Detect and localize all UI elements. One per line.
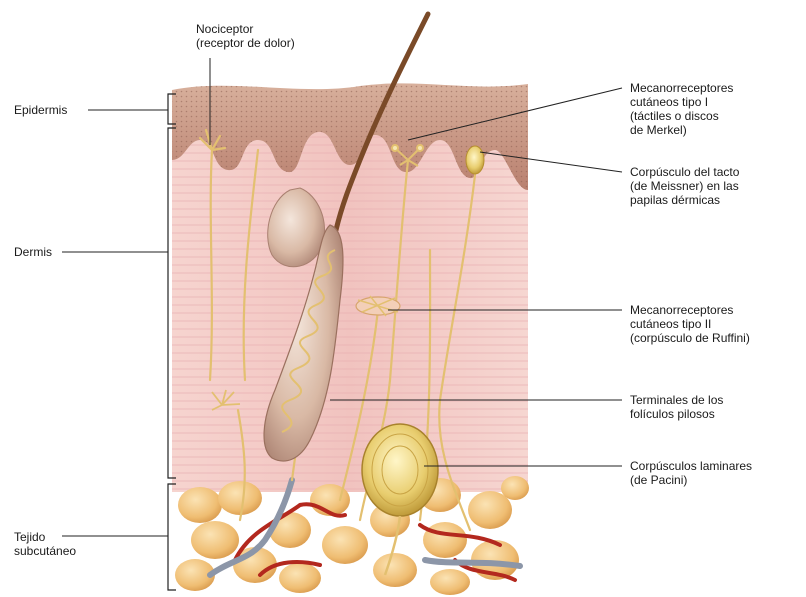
nerve-fiber <box>438 173 477 532</box>
label-line: Nociceptor <box>196 22 254 36</box>
merkel-discs <box>391 144 424 167</box>
label-line: (receptor de dolor) <box>196 36 295 50</box>
label-line: cutáneos tipo I <box>630 95 709 109</box>
label-line: (de Pacini) <box>630 473 688 487</box>
label-line: (táctiles o discos <box>630 109 719 123</box>
artery <box>233 502 347 577</box>
hair-follicle <box>263 224 344 462</box>
epidermis-texture <box>172 83 528 190</box>
leader-meissner <box>479 151 623 173</box>
label-ruffini: Mecanorreceptores cutáneos tipo II (corp… <box>630 303 750 345</box>
label-line: Terminales de los <box>630 393 724 407</box>
label-line: Corpúsculo del tacto <box>630 165 740 179</box>
vein <box>422 557 523 569</box>
label-subcutaneous: Tejido subcutáneo <box>14 530 76 558</box>
fat-lobule <box>279 563 321 593</box>
nociceptor-branches <box>198 128 227 152</box>
nociceptor-fiber <box>208 148 214 382</box>
label-line: cutáneos tipo II <box>630 317 712 331</box>
fat-lobule <box>468 491 512 529</box>
label-nociceptor: Nociceptor (receptor de dolor) <box>196 22 295 50</box>
subcutaneous-fat <box>175 476 529 595</box>
subcutaneous-bracket <box>167 483 176 591</box>
fat-lobule <box>430 569 470 595</box>
label-line: Mecanorreceptores <box>630 81 734 95</box>
label-epidermis: Epidermis <box>14 103 67 117</box>
label-line: Tejido <box>14 530 46 544</box>
label-line: Dermis <box>14 245 52 259</box>
label-dermis: Dermis <box>14 245 52 259</box>
label-line: (de Meissner) en las <box>630 179 739 193</box>
label-line: papilas dérmicas <box>630 193 721 207</box>
fat-lobule <box>218 481 262 515</box>
label-merkel: Mecanorreceptores cutáneos tipo I (tácti… <box>630 81 733 137</box>
meissner-corpuscle <box>465 145 485 175</box>
label-line: (corpúsculo de Ruffini) <box>630 331 750 345</box>
label-line: subcutáneo <box>14 544 77 558</box>
pacinian-corpuscle <box>361 423 439 576</box>
label-hair-follicle: Terminales de los folículos pilosos <box>630 393 723 421</box>
label-line: Mecanorreceptores <box>630 303 734 317</box>
ruffini-corpuscle <box>355 295 401 317</box>
vein <box>207 477 295 578</box>
fat-lobule <box>175 559 215 591</box>
label-pacini: Corpúsculos laminares (de Pacini) <box>630 459 752 487</box>
fat-lobule <box>501 476 529 500</box>
follicle-nerve-wrap <box>281 249 336 433</box>
leader-lines <box>62 58 623 537</box>
label-line: de Merkel) <box>630 123 687 137</box>
epidermis-bracket <box>167 93 176 125</box>
label-line: Corpúsculos laminares <box>630 459 753 473</box>
layer-brackets <box>167 93 176 591</box>
fat-lobule <box>178 487 222 523</box>
fat-lobule <box>423 522 467 558</box>
fat-lobule <box>373 553 417 587</box>
free-nerve-ending <box>211 389 241 411</box>
label-meissner: Corpúsculo del tacto (de Meissner) en la… <box>630 165 739 207</box>
nerve-fiber <box>338 308 380 502</box>
hair-shaft <box>333 11 431 233</box>
leader-merkel <box>407 87 623 141</box>
nerve-fiber <box>236 408 246 522</box>
nerve-fiber <box>242 148 260 382</box>
label-line: Epidermis <box>14 103 68 117</box>
label-line: folículos pilosos <box>630 407 715 421</box>
sebaceous-gland <box>267 187 326 268</box>
fat-lobule <box>322 526 368 564</box>
fat-lobule <box>269 512 311 548</box>
blood-vessels <box>207 477 523 582</box>
dermis-bracket <box>167 127 176 479</box>
fat-lobule <box>191 521 239 559</box>
